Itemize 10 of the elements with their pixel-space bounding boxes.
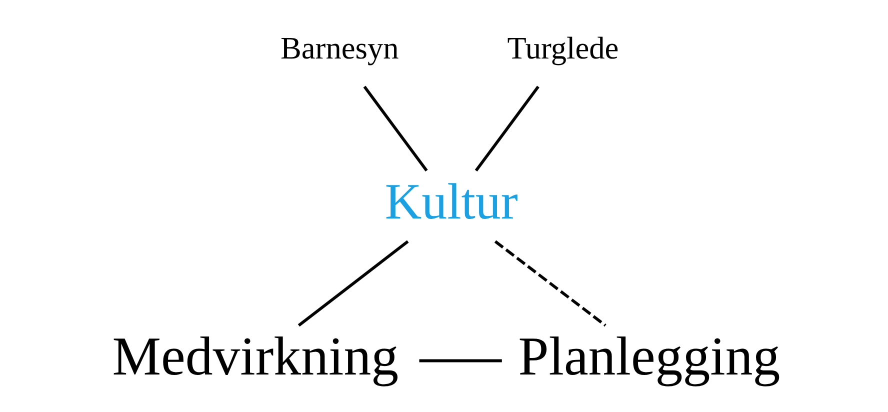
connector (419, 359, 502, 362)
node-text: Barnesyn (280, 30, 399, 66)
node-text: Turglede (507, 30, 619, 66)
node-text: Kultur (384, 174, 518, 230)
node-text: Planlegging (518, 325, 780, 386)
connector (474, 86, 540, 172)
connector (494, 240, 606, 327)
connector (298, 240, 409, 327)
node-text: Medvirkning (112, 325, 399, 386)
connector (363, 86, 428, 172)
